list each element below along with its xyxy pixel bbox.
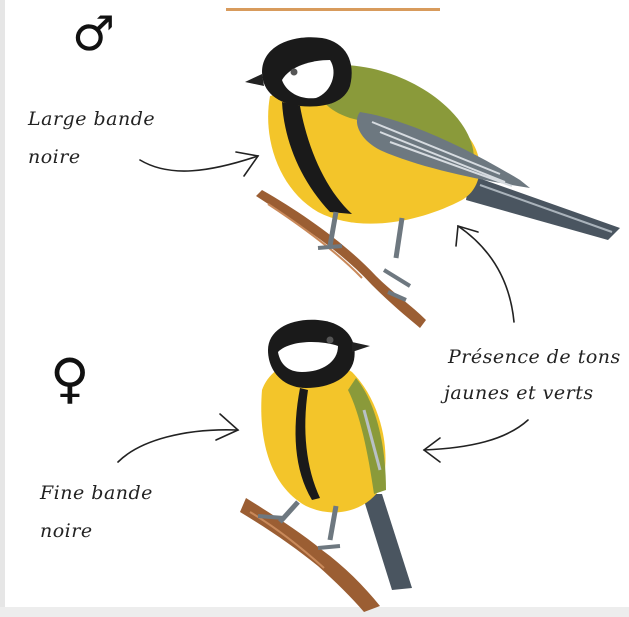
male-bird (245, 37, 620, 328)
label-colors-line1: Présence de tons (448, 338, 621, 376)
label-female-band-line1: Fine bande (40, 474, 153, 512)
arrow-male-band (140, 156, 258, 171)
label-female-band-line2: noire (40, 512, 93, 550)
label-male-band-line1: Large bande (28, 100, 155, 138)
label-male-band-line2: noire (28, 138, 81, 176)
female-bird (240, 320, 412, 612)
arrow-female-band (118, 430, 238, 462)
male-symbol: ♂ (72, 10, 115, 58)
arrow-colors-male (458, 226, 514, 322)
label-colors-line2: jaunes et verts (444, 374, 594, 412)
female-tail (362, 494, 412, 590)
arrow-colors-female (424, 420, 528, 450)
female-symbol: ♀ (50, 352, 90, 406)
